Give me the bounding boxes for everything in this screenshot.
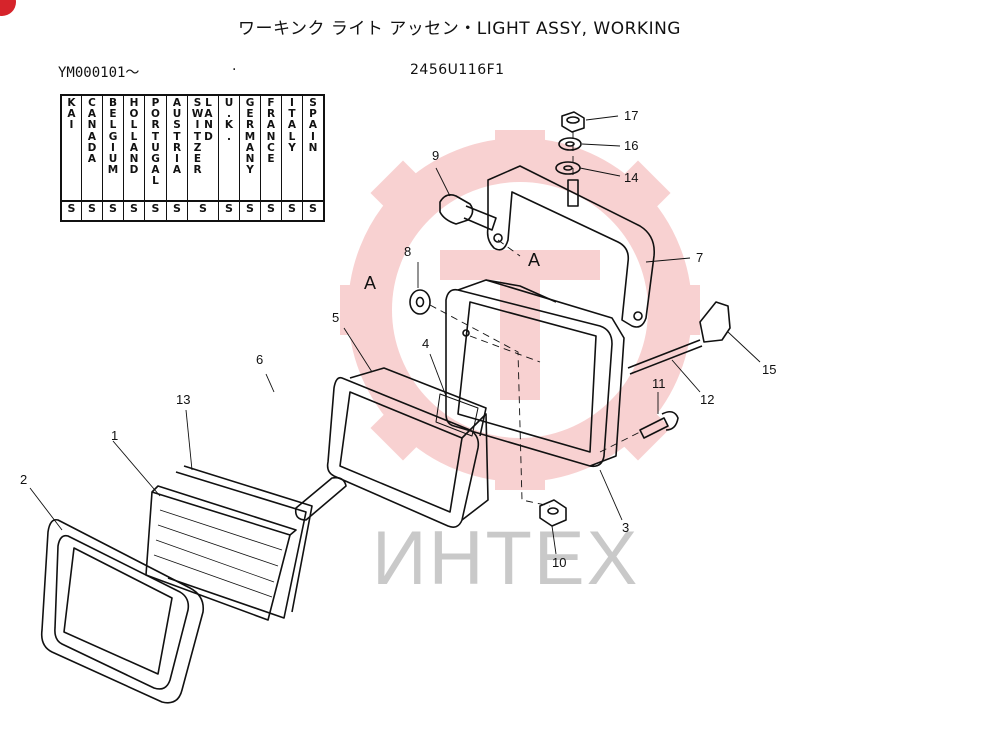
assembly-lines <box>429 132 641 507</box>
separator-dot: · <box>232 62 237 78</box>
country-value-1: S <box>81 201 103 221</box>
callout-2: 2 <box>20 472 27 487</box>
callout-7: 7 <box>696 250 703 265</box>
country-value-4: S <box>144 201 167 221</box>
part-bracket <box>486 165 656 328</box>
part-number: 2456U116F1 <box>410 62 505 78</box>
part-bezel <box>40 518 205 704</box>
callout-1: 1 <box>111 428 118 443</box>
page-title: ワーキンク ライト アッセン・LIGHT ASSY, WORKING <box>238 19 681 39</box>
serial-range: YM000101～ <box>58 65 140 81</box>
part-bolt-9 <box>439 194 497 231</box>
part-bulb <box>294 476 347 521</box>
part-lens <box>145 485 297 621</box>
callout-8: 8 <box>404 244 411 259</box>
part-lamp-label <box>435 393 479 437</box>
country-value-5: S <box>166 201 188 221</box>
part-gasket <box>167 465 313 619</box>
callout-6: 6 <box>256 352 263 367</box>
country-name-7: U.K. <box>218 95 240 202</box>
callout-10: 10 <box>552 555 566 570</box>
part-washer-8 <box>409 289 431 315</box>
callout-5: 5 <box>332 310 339 325</box>
corner-badge-icon <box>0 0 16 16</box>
part-screw-11 <box>639 410 679 439</box>
country-value-6: S <box>187 201 219 221</box>
callout-3: 3 <box>622 520 629 535</box>
part-nut-17 <box>561 111 585 133</box>
part-nut-10 <box>539 499 567 527</box>
callout-16: 16 <box>624 138 638 153</box>
callout-4: 4 <box>422 336 429 351</box>
country-value-0: S <box>67 202 76 215</box>
callout-12: 12 <box>700 392 714 407</box>
country-value-2: S <box>102 201 124 221</box>
country-value-8: S <box>239 201 261 221</box>
country-value-10: S <box>281 201 303 221</box>
ref-mark-a-left: A <box>364 273 376 293</box>
country-value-9: S <box>260 201 282 221</box>
callout-9: 9 <box>432 148 439 163</box>
ref-mark-a-right: A <box>528 250 540 270</box>
callout-15: 15 <box>762 362 776 377</box>
callout-11: 11 <box>652 376 666 391</box>
callout-13: 13 <box>176 392 190 407</box>
part-wire-harness <box>627 301 731 375</box>
part-lock-washer-16 <box>558 137 582 151</box>
leader-lines <box>29 115 761 555</box>
country-value-11: S <box>302 201 324 221</box>
part-stud <box>567 179 579 207</box>
watermark-text: ИНТЕХ <box>372 516 639 601</box>
country-value-3: S <box>123 201 145 221</box>
watermark-gear-icon <box>340 130 700 490</box>
callout-17: 17 <box>624 108 638 123</box>
callout-14: 14 <box>624 170 638 185</box>
country-value-7: S <box>218 201 240 221</box>
part-housing <box>445 279 625 468</box>
